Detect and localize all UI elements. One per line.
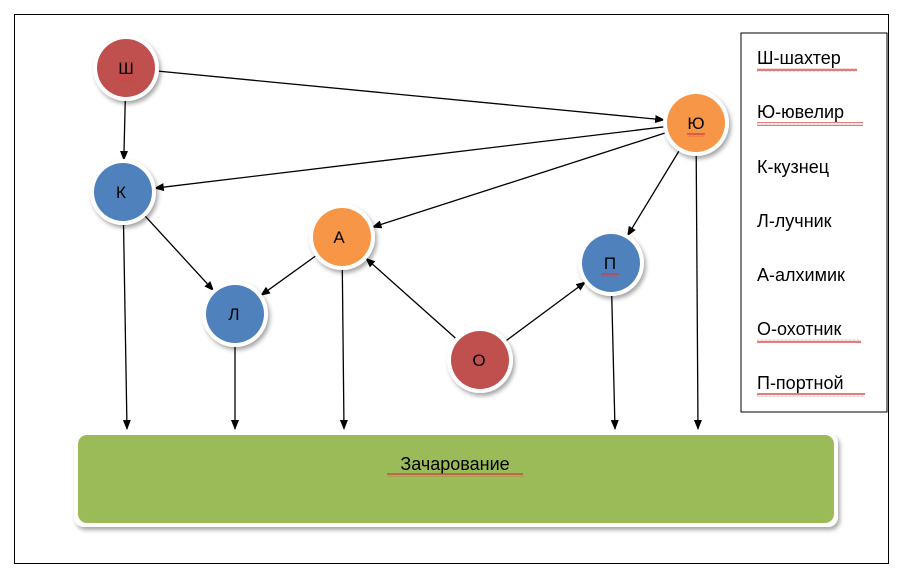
node-o-label: О	[472, 351, 485, 370]
arrow-k-to-l	[143, 214, 215, 292]
arrow-a-to-l	[260, 254, 318, 296]
legend-item-miner: Ш-шахтер	[757, 48, 841, 68]
legend-box	[740, 32, 888, 413]
arrow-p-to-bar	[610, 293, 619, 430]
node-k: К	[90, 159, 156, 225]
arrow-sh-to-k	[120, 98, 129, 161]
node-p: П	[578, 230, 644, 296]
node-yu-label: Ю	[687, 114, 704, 133]
node-a: А	[309, 204, 375, 270]
spellcheck-underline	[387, 473, 523, 477]
arrow-o-to-p	[504, 281, 587, 343]
diagram-frame	[14, 14, 889, 564]
arrow-yu-to-p	[627, 149, 681, 237]
arrow-o-to-a	[365, 257, 458, 340]
enchanting-bar: Зачарование	[74, 433, 838, 527]
arrow-a-to-bar	[339, 267, 348, 430]
arrow-sh-to-yu	[156, 70, 666, 124]
node-l-label: Л	[228, 305, 239, 324]
enchanting-bar-label: Зачарование	[400, 454, 509, 474]
edges	[120, 70, 702, 430]
legend-item-archer: Л-лучник	[757, 211, 832, 231]
arrow-k-to-bar	[122, 222, 131, 430]
legend-item-alchemist: А-алхимик	[757, 265, 845, 285]
spellcheck-underline	[757, 393, 865, 397]
arrow-yu-to-bar	[693, 153, 702, 430]
node-yu: Ю	[663, 90, 729, 156]
node-sh-label: Ш	[118, 59, 134, 78]
legend-item-smith: К-кузнец	[757, 157, 829, 177]
legend-item-jeweler: Ю-ювелир	[757, 102, 844, 122]
node-sh: Ш	[93, 35, 159, 101]
spellcheck-underline	[757, 68, 857, 72]
node-k-label: К	[116, 183, 126, 202]
arrow-yu-to-a	[371, 131, 667, 229]
legend: Ш-шахтер Ю-ювелир К-кузнец Л-лучник А-ал…	[740, 32, 888, 413]
spellcheck-underline	[757, 122, 863, 126]
node-o: О	[447, 327, 513, 393]
spellcheck-underline	[116, 78, 134, 82]
node-a-label: А	[333, 228, 345, 247]
legend-item-hunter: О-охотник	[757, 319, 841, 339]
spellcheck-underline	[601, 273, 619, 277]
arrow-yu-to-k	[153, 126, 666, 192]
spellcheck-underline	[687, 133, 705, 137]
node-l: Л	[202, 281, 268, 347]
spellcheck-underline	[757, 339, 861, 343]
node-p-label: П	[604, 254, 616, 273]
legend-item-tailor: П-портной	[757, 373, 844, 393]
